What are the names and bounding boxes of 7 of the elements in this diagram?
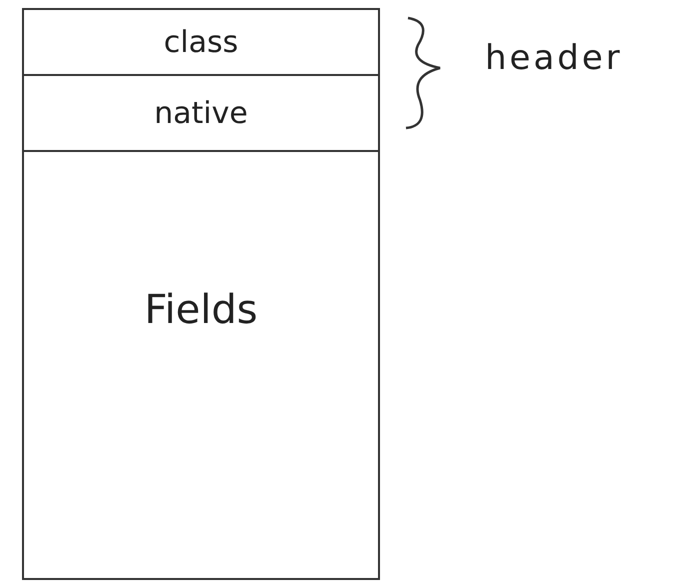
section-label: Fields xyxy=(144,287,258,333)
header-field xyxy=(22,74,380,152)
fields-section xyxy=(22,150,380,580)
section-label: class xyxy=(164,24,238,60)
brace-label: header xyxy=(485,38,623,78)
header-field xyxy=(22,8,380,76)
section-label: native xyxy=(154,96,248,130)
